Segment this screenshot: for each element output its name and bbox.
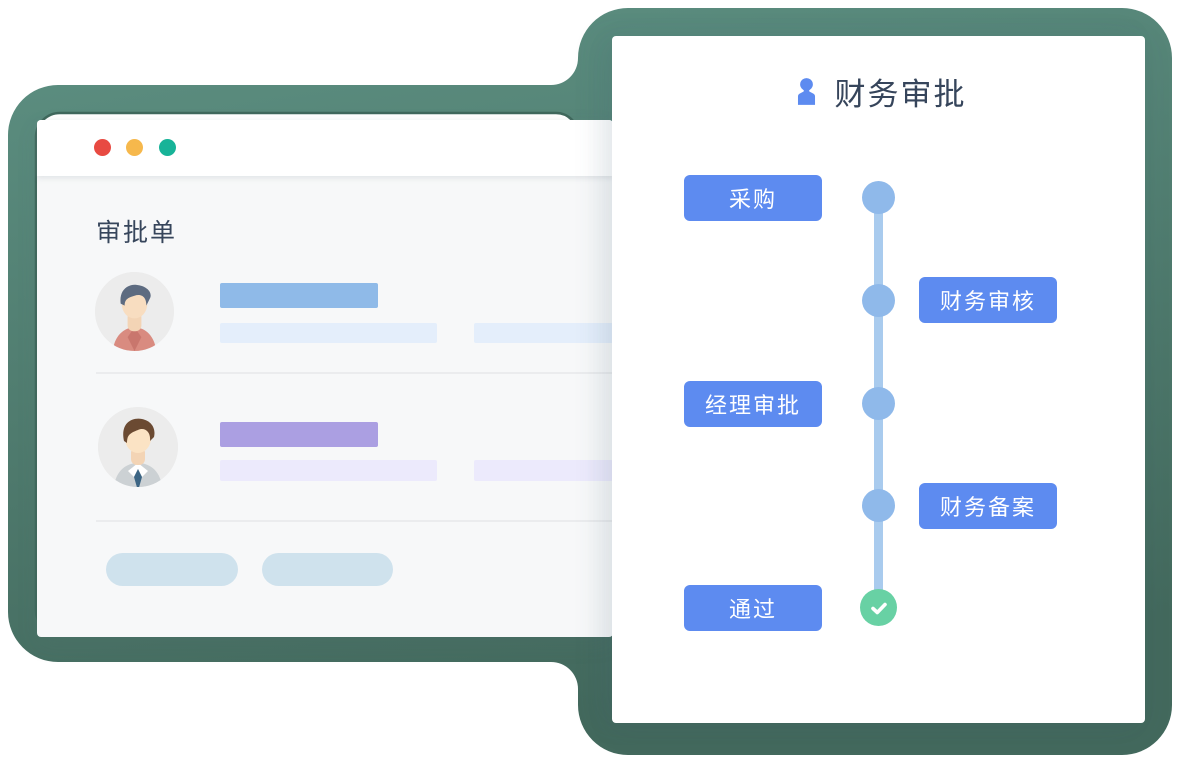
finance-approval-card: 财务审批 采购 财务审核 经理审批 财务备案 通过 — [612, 36, 1145, 723]
close-window-icon[interactable] — [94, 139, 111, 156]
row2-sub-placeholder-bar — [220, 460, 437, 481]
page-title: 审批单 — [96, 219, 178, 247]
approver-stamp-icon — [797, 78, 815, 105]
step-button-tongguo[interactable]: 通过 — [684, 585, 822, 631]
timeline-success-node — [860, 589, 897, 626]
row1-title-placeholder-bar — [220, 283, 378, 308]
timeline-node — [862, 284, 895, 317]
row2-sub-placeholder-bar — [474, 460, 613, 481]
avatar — [95, 272, 174, 351]
timeline-node — [862, 489, 895, 522]
row1-sub-placeholder-bar — [474, 323, 613, 343]
step-button-caigou[interactable]: 采购 — [684, 175, 822, 221]
step-button-caiwu-beian[interactable]: 财务备案 — [919, 483, 1057, 529]
timeline-node — [862, 181, 895, 214]
avatar — [98, 407, 178, 487]
card-header: 财务审批 — [612, 69, 1145, 114]
row-divider — [96, 520, 613, 522]
window-titlebar — [37, 120, 613, 176]
approval-list-window: 审批单 — [37, 120, 613, 637]
checkmark-icon — [870, 602, 887, 614]
row1-sub-placeholder-bar — [220, 323, 437, 343]
zoom-window-icon[interactable] — [159, 139, 176, 156]
minimize-window-icon[interactable] — [126, 139, 143, 156]
card-title: 财务审批 — [834, 77, 967, 112]
row-divider — [96, 372, 613, 374]
footer-pill-placeholder — [262, 553, 393, 586]
step-button-caiwu-shenhe[interactable]: 财务审核 — [919, 277, 1057, 323]
timeline-node — [862, 387, 895, 420]
step-button-jingli-shenpi[interactable]: 经理审批 — [684, 381, 822, 427]
footer-pill-placeholder — [106, 553, 238, 586]
row2-title-placeholder-bar — [220, 422, 378, 447]
